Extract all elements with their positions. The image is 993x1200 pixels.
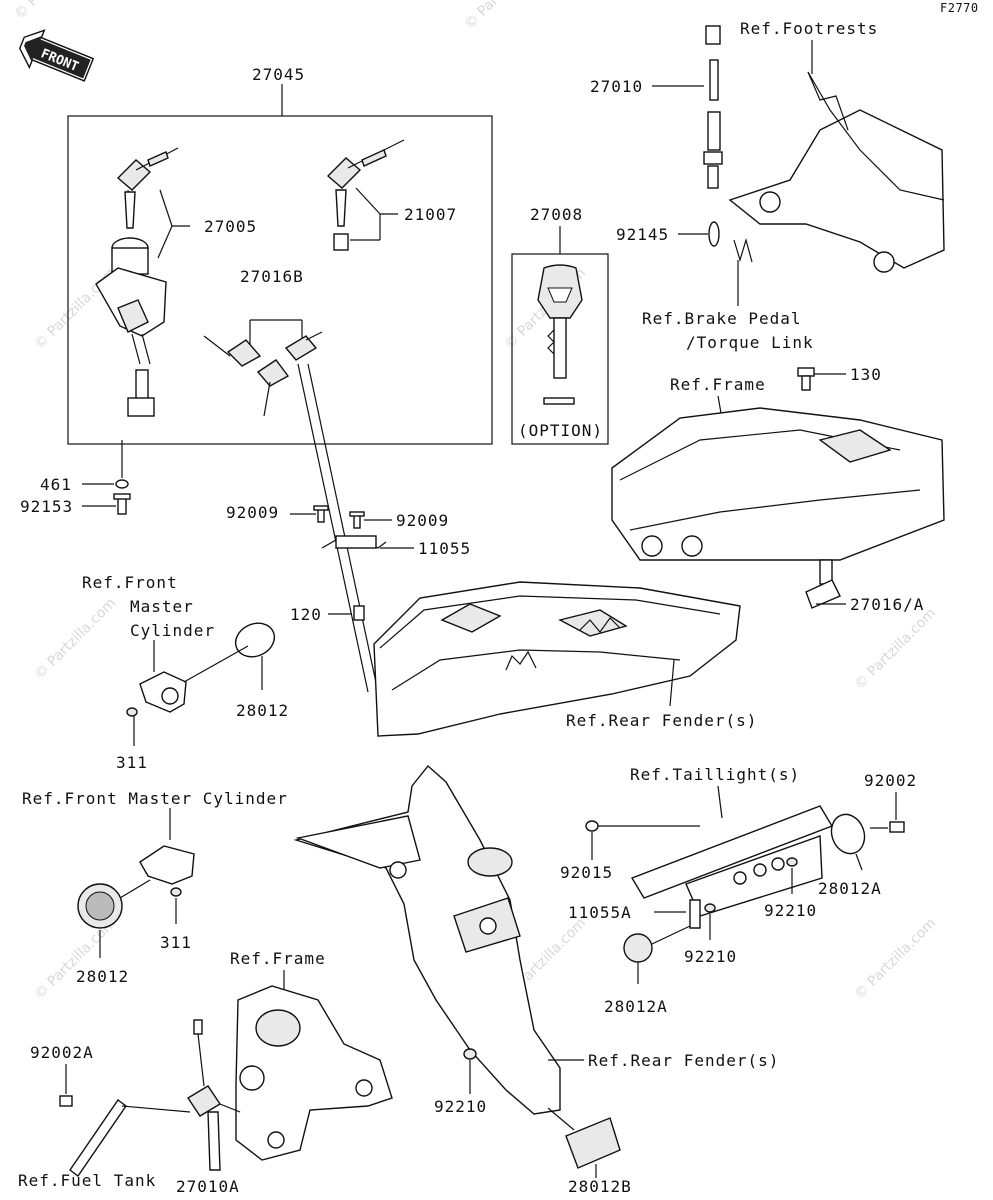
callout-27008: 27008 [530, 205, 583, 224]
callout-28012A-right: 28012A [818, 879, 882, 898]
ignition-switch-icon [95, 237, 167, 417]
washer-92015-icon [585, 820, 599, 832]
callout-21007: 21007 [404, 205, 457, 224]
ref-rear-fender-top: Ref.Rear Fender(s) [566, 711, 757, 730]
screw-92153-icon [113, 493, 131, 515]
nut-92210-b-icon [704, 903, 716, 913]
nut-92210-a-icon [786, 857, 798, 867]
ref-rear-fender-bottom: Ref.Rear Fender(s) [588, 1051, 779, 1070]
key-21007-icon [326, 139, 405, 251]
watermark-text: © Partzilla.com [852, 605, 940, 693]
key-27005-icon [116, 147, 179, 229]
option-key-group: 27008 (OPTION) [511, 205, 609, 445]
master-cylinder-bracket-icon [139, 671, 187, 713]
footrest-bracket-icon [728, 71, 945, 273]
watermark-text: © Partzilla.com [462, 0, 550, 33]
key-holder-27016a-icon [805, 559, 841, 609]
rear-frame-icon [611, 407, 945, 561]
callout-28012-lower: 28012 [76, 967, 129, 986]
bolt-92002A-icon [59, 1095, 73, 1107]
rear-fender-top-icon [373, 581, 741, 737]
diagram-code: F2770 [940, 1, 979, 15]
callout-27045: 27045 [252, 65, 305, 84]
callout-92002: 92002 [864, 771, 917, 790]
callout-130: 130 [850, 365, 882, 384]
key-set-box: 27045 27005 [67, 65, 493, 445]
watermark-text: © Partzilla.com [32, 595, 120, 683]
master-cylinder-bracket-lower-icon [139, 845, 195, 885]
watermark-text: © Partzilla.com [12, 0, 100, 23]
callout-461: 461 [40, 475, 72, 494]
screw-92009-right-icon [349, 511, 365, 529]
fuel-tank-rod-icon [69, 1099, 127, 1177]
option-label: (OPTION) [518, 421, 603, 440]
ref-brake-pedal-line1: Ref.Brake Pedal [642, 309, 802, 328]
clamp-120-icon [353, 605, 365, 621]
ref-fuel-tank: Ref.Fuel Tank [18, 1171, 156, 1190]
key-27016b-icon [203, 331, 323, 417]
rear-brake-switch-icon [703, 25, 723, 189]
watermark-text: © Partzilla.com [32, 915, 120, 1003]
callout-27010A: 27010A [176, 1177, 240, 1196]
license-bracket-11055a-icon [630, 805, 834, 929]
watermark-text: © Partzilla.com [852, 915, 940, 1003]
callout-92009-right: 92009 [396, 511, 449, 530]
callout-92015: 92015 [560, 863, 613, 882]
ref-brake-pedal-line2: /Torque Link [686, 333, 814, 352]
callout-92210-a: 92210 [764, 901, 817, 920]
nut-311-icon [126, 707, 138, 717]
callout-92002A: 92002A [30, 1043, 94, 1062]
callout-92210-c: 92210 [434, 1097, 487, 1116]
callout-92210-b: 92210 [684, 947, 737, 966]
ref-front-master-line1: Ref.Front [82, 573, 178, 592]
callout-92009-left: 92009 [226, 503, 279, 522]
rear-fender-bottom-icon [293, 764, 561, 1115]
callout-27005: 27005 [204, 217, 257, 236]
nut-311-lower-icon [170, 887, 182, 897]
spring-92145-icon [708, 221, 720, 247]
ref-taillights: Ref.Taillight(s) [630, 765, 800, 784]
ref-frame-top: Ref.Frame [670, 375, 766, 394]
reflector-28012A-right-icon [830, 813, 866, 855]
callout-120: 120 [290, 605, 322, 624]
callout-28012-top: 28012 [236, 701, 289, 720]
bolt-130-icon [797, 367, 815, 391]
reflector-28012B-icon [565, 1117, 621, 1169]
frame-bottom-icon [235, 985, 393, 1161]
nut-92210-c-icon [463, 1048, 477, 1060]
ref-frame-bottom: Ref.Frame [230, 949, 326, 968]
callout-311-top: 311 [116, 753, 148, 772]
callout-27016b: 27016B [240, 267, 304, 286]
callout-11055: 11055 [418, 539, 471, 558]
reflector-28012A-left-icon [623, 933, 653, 963]
kawasaki-key-icon [537, 264, 583, 405]
bolt-92002-icon [889, 821, 905, 833]
washer-icon [115, 479, 129, 489]
ref-front-master-line3: Cylinder [130, 621, 215, 640]
callout-28012B: 28012B [568, 1177, 632, 1196]
callout-28012A-left: 28012A [604, 997, 668, 1016]
front-arrow-icon: FRONT [18, 29, 95, 82]
sidestand-switch-27010A-icon [187, 1019, 221, 1171]
key-cable-icon [297, 363, 379, 693]
ref-front-master-line2: Master [130, 597, 194, 616]
callout-11055A: 11055A [568, 903, 632, 922]
reflector-28012-lower-icon [77, 883, 123, 929]
callout-27010: 27010 [590, 77, 643, 96]
ref-footrests: Ref.Footrests [740, 19, 878, 38]
callout-92153: 92153 [20, 497, 73, 516]
reflector-28012-top-icon [234, 622, 276, 658]
callout-311-lower: 311 [160, 933, 192, 952]
callout-92145: 92145 [616, 225, 669, 244]
callout-27016a: 27016/A [850, 595, 924, 614]
ref-front-master-full: Ref.Front Master Cylinder [22, 789, 288, 808]
bracket-11055-icon [321, 535, 387, 549]
screw-92009-left-icon [313, 505, 329, 523]
